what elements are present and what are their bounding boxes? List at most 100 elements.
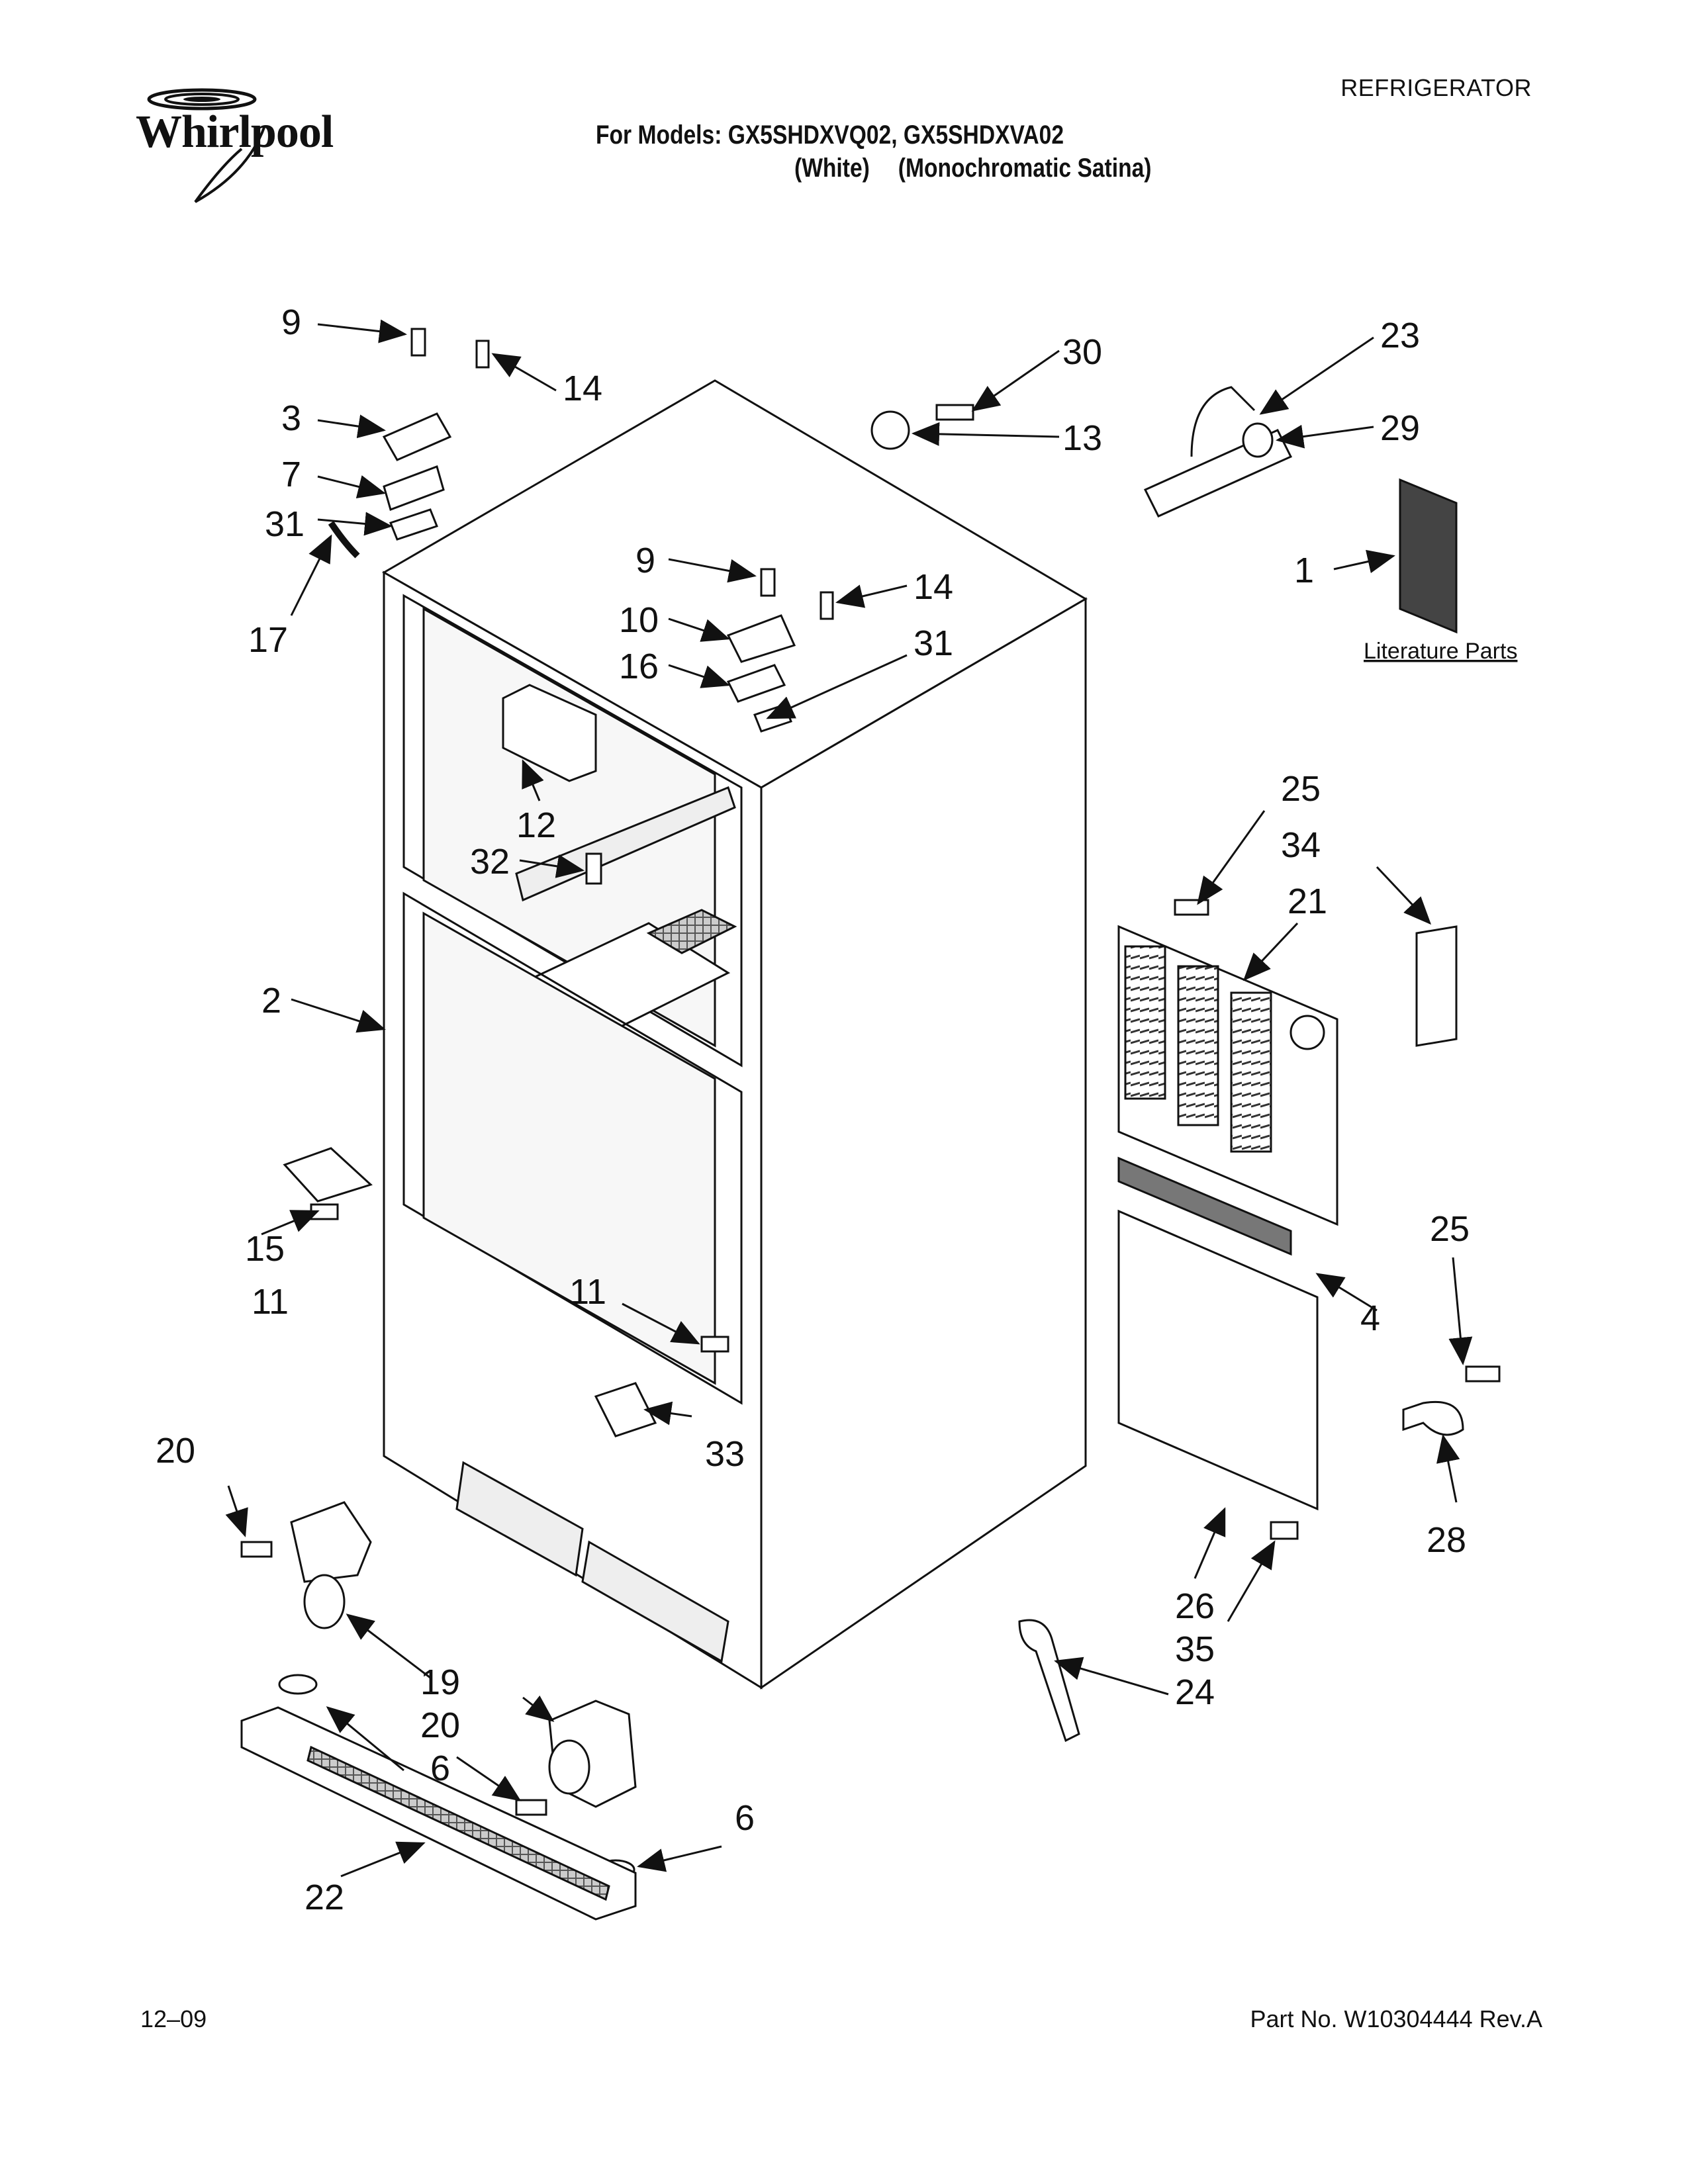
callout-1: 1 — [1294, 551, 1314, 590]
base-grille — [240, 1706, 637, 1921]
bottom-vent-left — [455, 1461, 584, 1577]
callout-32: 32 — [470, 842, 510, 882]
shelf-bracket — [502, 684, 602, 885]
callout-14-top-right: 14 — [914, 567, 953, 607]
tube-assembly — [1143, 386, 1293, 518]
roller-bracket-left — [290, 1501, 372, 1583]
hinge-cover-3 — [382, 412, 452, 461]
hinge-bracket-7 — [383, 465, 445, 511]
top-left-hinge — [328, 328, 490, 559]
callout-3: 3 — [281, 398, 301, 438]
callout-9-top-left: 9 — [281, 302, 301, 342]
callout-11-interior: 11 — [569, 1272, 606, 1312]
hinge-screw-9a — [410, 328, 426, 357]
callout-2: 2 — [261, 981, 281, 1021]
bottom-vent-right — [581, 1540, 729, 1663]
fresh-food-opening — [402, 594, 743, 1068]
callout-25-lower: 25 — [1430, 1209, 1470, 1249]
callout-20-left: 20 — [156, 1431, 195, 1471]
logo-wordmark: Whirlpool — [136, 107, 334, 158]
freezer-opening — [402, 891, 743, 1405]
callout-11-left: 11 — [252, 1282, 289, 1322]
callout-28: 28 — [1427, 1520, 1466, 1560]
callout-4: 4 — [1360, 1298, 1380, 1338]
callout-17: 17 — [248, 620, 288, 660]
callout-31-top-right: 31 — [914, 623, 953, 663]
callout-26: 26 — [1175, 1586, 1215, 1626]
callout-6-right: 6 — [735, 1798, 755, 1838]
hinge-screw-14b — [820, 591, 834, 620]
leader-arrows — [225, 319, 1473, 1878]
panel-knob — [1289, 1015, 1325, 1050]
callout-25-upper: 25 — [1281, 769, 1321, 809]
callout-31-top-left: 31 — [265, 504, 305, 544]
model-variants: (White) (Monochromatic Satina) — [794, 154, 1151, 183]
variant-monochromatic-satina: (Monochromatic Satina) — [898, 154, 1152, 183]
vent-slots-a — [1124, 945, 1166, 1100]
callout-12: 12 — [516, 805, 556, 845]
tube-23 — [1190, 386, 1256, 457]
bracket-12 — [502, 684, 597, 782]
access-panel — [1117, 925, 1338, 1226]
front-left-roller — [240, 1501, 372, 1695]
literature-parts-label: Literature Parts — [1364, 639, 1517, 664]
callout-6-left: 6 — [430, 1749, 450, 1788]
vent-slots-b — [1177, 965, 1219, 1126]
panel-26 — [1117, 1209, 1319, 1511]
clip-35 — [1270, 1521, 1299, 1540]
hinge-screw-9b — [760, 568, 776, 597]
clamp-28 — [1402, 1400, 1464, 1436]
callout-35: 35 — [1175, 1629, 1215, 1669]
callout-10: 10 — [619, 600, 659, 640]
hinge-pin-17 — [328, 521, 360, 559]
grille-mesh — [306, 1745, 610, 1901]
seal-4 — [1117, 1156, 1292, 1256]
vent-slots-c — [1230, 991, 1272, 1153]
hinge-screw-14a — [475, 340, 490, 369]
callout-13: 13 — [1062, 418, 1102, 458]
tube-clip-29 — [1242, 422, 1274, 458]
interior-hinge — [594, 1336, 729, 1437]
revision-date: 12–09 — [140, 2005, 207, 2032]
roller-wheel-right — [548, 1739, 590, 1795]
roller-wheel-19 — [303, 1574, 346, 1629]
lower-panel — [1117, 1156, 1319, 1540]
variant-white: (White) — [794, 154, 870, 183]
screw-11b — [700, 1336, 729, 1353]
water-line-clip — [870, 404, 974, 450]
callout-20-right: 20 — [420, 1706, 460, 1745]
callout-34: 34 — [1281, 825, 1321, 865]
leveling-leg-6a — [278, 1674, 318, 1695]
air-vent-grille — [646, 909, 737, 954]
callout-19: 19 — [420, 1662, 460, 1702]
middle-left-hinge — [283, 1147, 373, 1220]
callout-numbers: 9 14 3 7 31 17 30 13 23 29 1 9 14 10 16 … — [156, 302, 1470, 1917]
callout-33: 33 — [705, 1434, 745, 1474]
screw-25a — [1174, 899, 1209, 916]
clip-13 — [870, 410, 910, 450]
callout-22: 22 — [305, 1878, 344, 1917]
callout-24: 24 — [1175, 1672, 1215, 1712]
callout-21: 21 — [1288, 882, 1327, 921]
document-type: REFRIGERATOR — [1340, 74, 1532, 101]
callout-30: 30 — [1062, 332, 1102, 372]
whirlpool-logo: Whirlpool — [129, 86, 394, 212]
screw-20a — [240, 1541, 273, 1558]
refrigerator-cabinet — [381, 379, 1088, 1690]
hinge-15 — [283, 1147, 373, 1203]
screw-30 — [935, 404, 974, 421]
callout-23: 23 — [1380, 316, 1420, 355]
literature-booklet — [1399, 478, 1458, 634]
callout-29: 29 — [1380, 408, 1420, 448]
screw-32 — [585, 852, 602, 885]
callout-9-top-right: 9 — [635, 541, 655, 580]
models-line: For Models: GX5SHDXVQ02, GX5SHDXVA02 — [596, 120, 1064, 150]
callout-15: 15 — [245, 1229, 285, 1269]
hinge-bracket-16 — [726, 664, 786, 703]
callout-16: 16 — [619, 647, 659, 686]
literature-parts — [1399, 478, 1458, 634]
logo-swirl-graphic — [147, 88, 266, 203]
part-number: Part No. W10304444 Rev.A — [1250, 2005, 1542, 2032]
screw-20b — [515, 1799, 547, 1816]
